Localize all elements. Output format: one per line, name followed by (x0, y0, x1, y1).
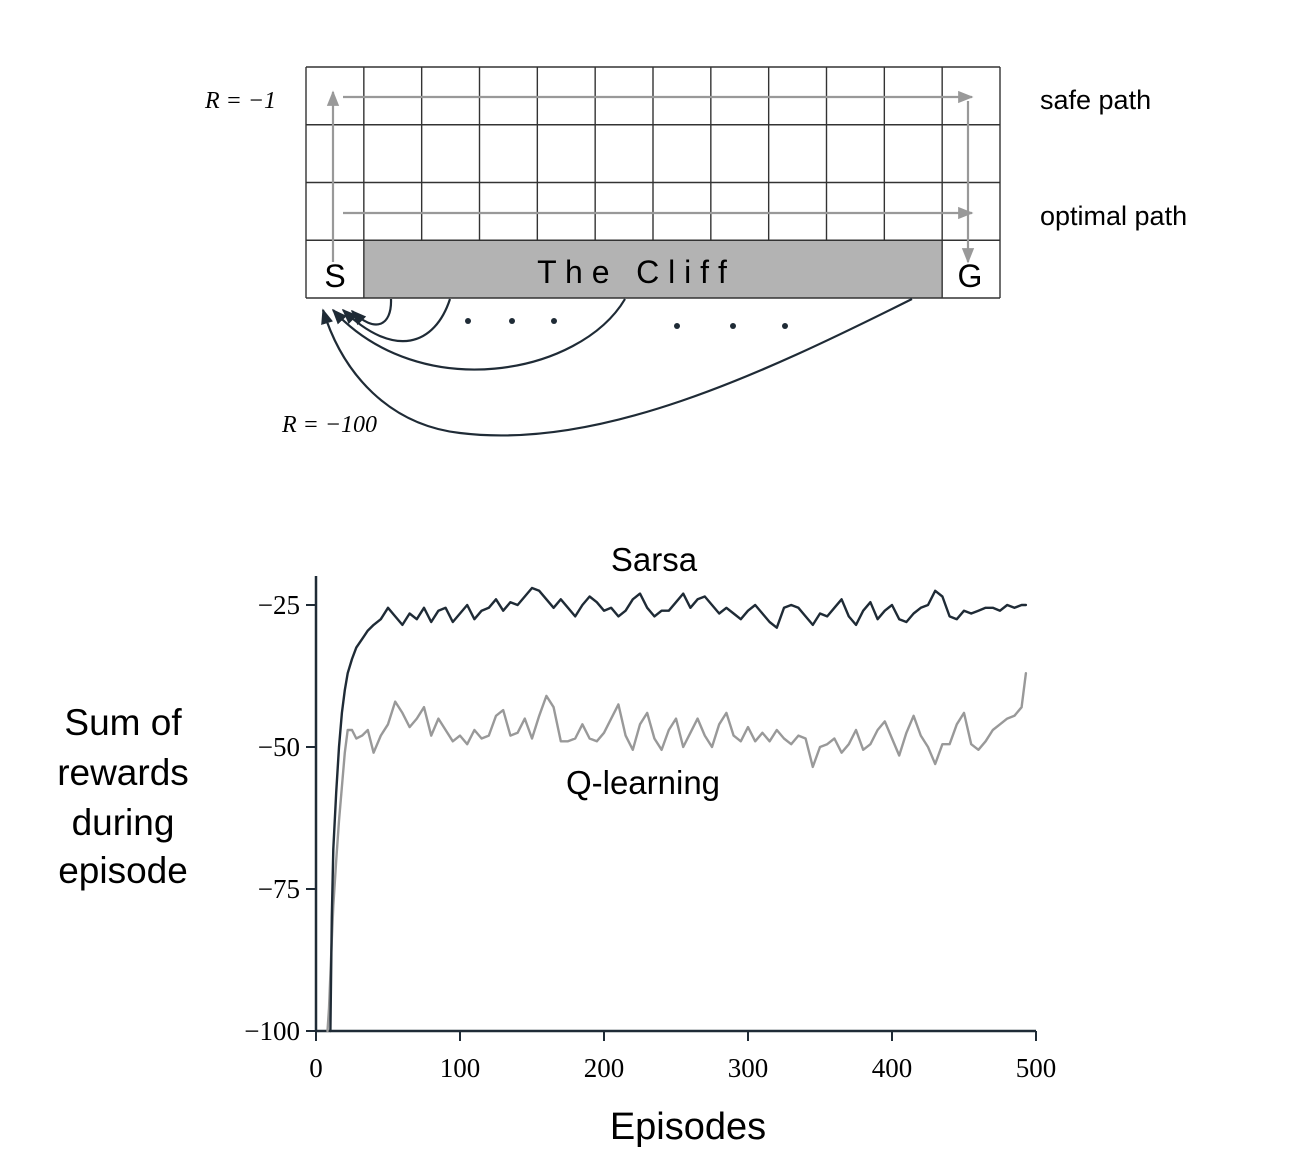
ellipsis-dot (782, 323, 788, 329)
y-tick-label: −50 (258, 732, 300, 762)
sarsa-series-line (329, 586, 1028, 1033)
cliff-return-arrow (341, 298, 452, 343)
y-tick-label: −25 (258, 590, 300, 620)
cliff-return-arrow (331, 298, 626, 371)
cliff-label: T h e C l i f f (537, 254, 727, 290)
cliff-return-arrow (350, 298, 393, 326)
grid-lines (305, 66, 1001, 299)
x-tick-label: 300 (728, 1053, 769, 1083)
optimal-path-label: optimal path (1040, 201, 1187, 231)
q-learning-label: Q-learning (566, 764, 720, 801)
ellipsis-dot (509, 318, 515, 324)
gridworld-diagram: R = −1 S G T h e C l i f f safe path opt… (204, 66, 1187, 438)
x-tick-label: 0 (309, 1053, 323, 1083)
ellipsis-dot (551, 318, 557, 324)
y-axis-label-line: during (72, 802, 175, 843)
ellipsis-dots (465, 318, 788, 329)
x-tick-label: 400 (872, 1053, 913, 1083)
start-state-label: S (324, 258, 345, 294)
goal-state-label: G (958, 258, 983, 294)
y-axis-label-line: rewards (57, 752, 189, 793)
x-tick-label: 500 (1016, 1053, 1057, 1083)
ellipsis-dot (730, 323, 736, 329)
y-ticks: −25 −50 −75 −100 (244, 590, 316, 1046)
sarsa-label: Sarsa (611, 541, 698, 578)
x-tick-label: 100 (440, 1053, 481, 1083)
y-axis-label-line: episode (58, 850, 188, 891)
safe-path-label: safe path (1040, 85, 1151, 115)
y-tick-label: −100 (244, 1016, 300, 1046)
y-tick-label: −75 (258, 874, 300, 904)
cliff-return-arrows (321, 298, 913, 437)
reward-step-label: R = −1 (204, 88, 276, 114)
reward-chart: 0 100 200 300 400 500 −25 −50 −75 −100 Sarsa Q-l… (57, 541, 1056, 1148)
y-axis-label: Sum of rewards during episode (57, 702, 189, 891)
x-ticks: 0 100 200 300 400 500 (309, 1031, 1056, 1083)
x-axis-label: Episodes (610, 1106, 766, 1148)
ellipsis-dot (674, 323, 680, 329)
cliff-region (364, 241, 942, 298)
x-tick-label: 200 (584, 1053, 625, 1083)
y-axis-label-line: Sum of (64, 702, 182, 743)
reward-cliff-label: R = −100 (281, 412, 377, 438)
ellipsis-dot (465, 318, 471, 324)
cliff-return-arrow (321, 298, 913, 437)
q-learning-series-line (326, 672, 1028, 1033)
series-layer (326, 586, 1028, 1033)
